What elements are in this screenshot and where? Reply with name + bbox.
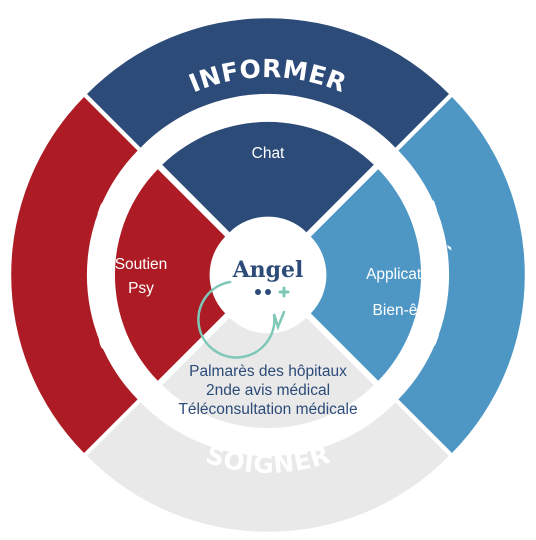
inner-segment-application	[310, 169, 422, 381]
inner-segment-soins	[162, 317, 374, 429]
outer-label-soigner: SOIGNER	[202, 440, 333, 479]
outer-segment-prevenir	[398, 97, 525, 453]
logo-dot-1	[255, 289, 261, 295]
soigner-text: SOIGNER	[202, 440, 333, 479]
label-soutien-line1: Soutien	[115, 256, 168, 273]
logo-circle	[221, 228, 315, 322]
logo-dot-2	[265, 289, 271, 295]
inner-segment-chat	[162, 121, 374, 233]
inner-segment-soutien	[114, 169, 226, 381]
label-soutien-line2: Psy	[128, 280, 154, 297]
label-chat: Chat	[252, 145, 285, 162]
label-soins-line3: Téléconsultation médicale	[178, 401, 357, 418]
plus-icon	[278, 286, 290, 298]
outer-segment-informer	[87, 18, 449, 148]
label-application-line2: Bien-être	[373, 302, 436, 319]
chat-bubble-icon	[197, 280, 286, 359]
outer-segment-soutenir	[11, 97, 138, 453]
logo-text: Angel	[232, 257, 304, 283]
angel-logo: Angel	[197, 228, 315, 359]
outer-segment-soigner	[87, 402, 449, 532]
label-soins-line1: Palmarès des hôpitaux	[189, 363, 347, 380]
label-application-line1: Application	[366, 266, 442, 283]
label-soins-line2: 2nde avis médical	[206, 382, 330, 399]
